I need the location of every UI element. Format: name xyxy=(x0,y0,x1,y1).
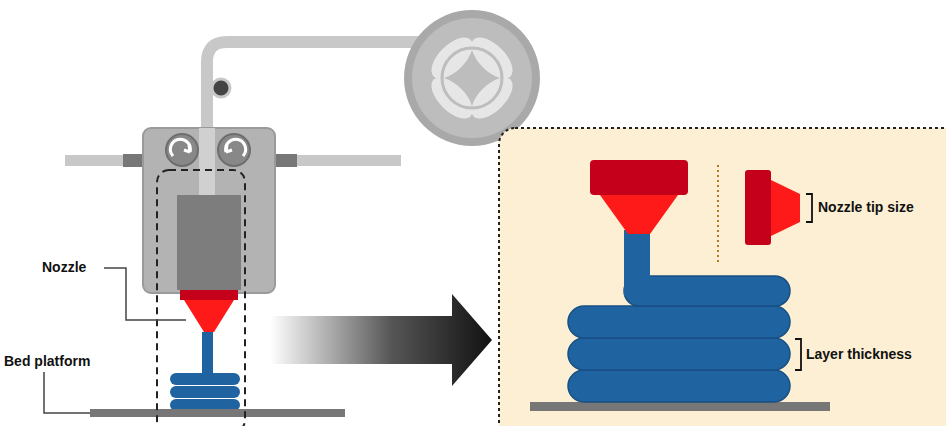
dimension-label: Nozzle tip size xyxy=(818,200,914,215)
zoom-region xyxy=(157,170,245,426)
guide-rod xyxy=(273,155,401,166)
filament xyxy=(202,332,213,376)
bracket xyxy=(795,339,801,370)
feed-rollers xyxy=(166,134,250,166)
leader-line xyxy=(44,372,90,413)
bracket xyxy=(806,194,812,222)
nozzle xyxy=(180,290,238,300)
nozzle xyxy=(590,160,688,195)
print-head xyxy=(143,128,275,293)
dimension-label: Layer thickness xyxy=(806,347,912,362)
filament-path xyxy=(199,128,215,198)
detail-panel xyxy=(499,128,946,426)
guide-pulley xyxy=(212,79,230,97)
part-label: Nozzle xyxy=(42,260,86,275)
rod-bushing xyxy=(123,154,145,167)
guide-rod xyxy=(65,155,147,166)
leader-line xyxy=(104,268,186,320)
detail-layers xyxy=(568,230,790,402)
nozzle-icon xyxy=(745,170,771,245)
divider xyxy=(717,165,719,265)
nozzle-tip xyxy=(184,300,234,332)
bed-platform xyxy=(90,409,345,417)
heater-block xyxy=(177,195,241,290)
filament-spool xyxy=(404,10,540,146)
bed-platform xyxy=(530,402,830,411)
part-label: Bed platform xyxy=(4,354,90,369)
printed-layers xyxy=(170,373,240,411)
rod-bushing xyxy=(275,154,297,167)
nozzle-tip xyxy=(600,195,678,234)
zoom-arrow xyxy=(270,294,492,386)
nozzle-tip-icon xyxy=(771,180,800,236)
